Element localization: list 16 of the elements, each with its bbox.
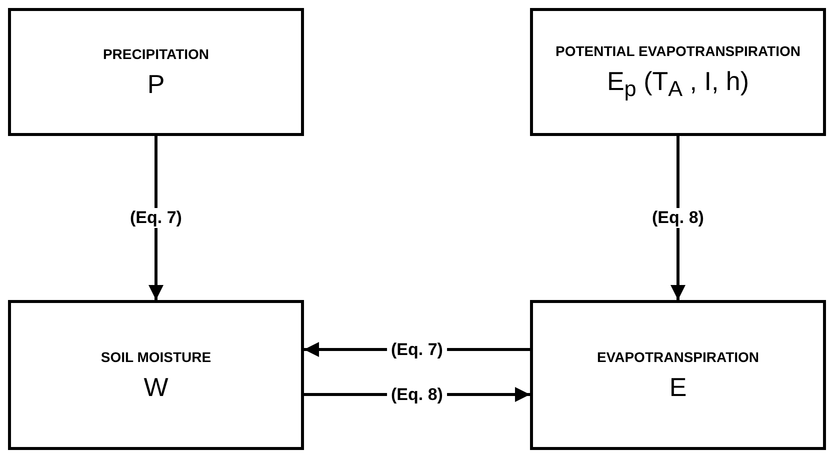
process-box [8,8,304,136]
box-title: SOIL MOISTURE [100,348,212,367]
box-symbol: P [147,69,165,100]
box-symbol: W [144,372,168,403]
process-box [530,8,826,136]
edge-label: (Eq. 7) [387,340,447,360]
box-title: EVAPOTRANSPIRATION [596,348,760,367]
box-symbol: E$_{p}$ (T$_{A}$ , I, h) [606,66,750,103]
edge-label: (Eq. 8) [387,384,447,404]
arrow [148,136,164,300]
arrow [670,136,686,300]
box-title: PRECIPITATION [102,45,210,64]
box-title: POTENTIAL EVAPOTRANSPIRATION [555,42,800,62]
process-box [530,300,826,450]
box-symbol: E [669,372,687,403]
process-box [8,300,304,450]
